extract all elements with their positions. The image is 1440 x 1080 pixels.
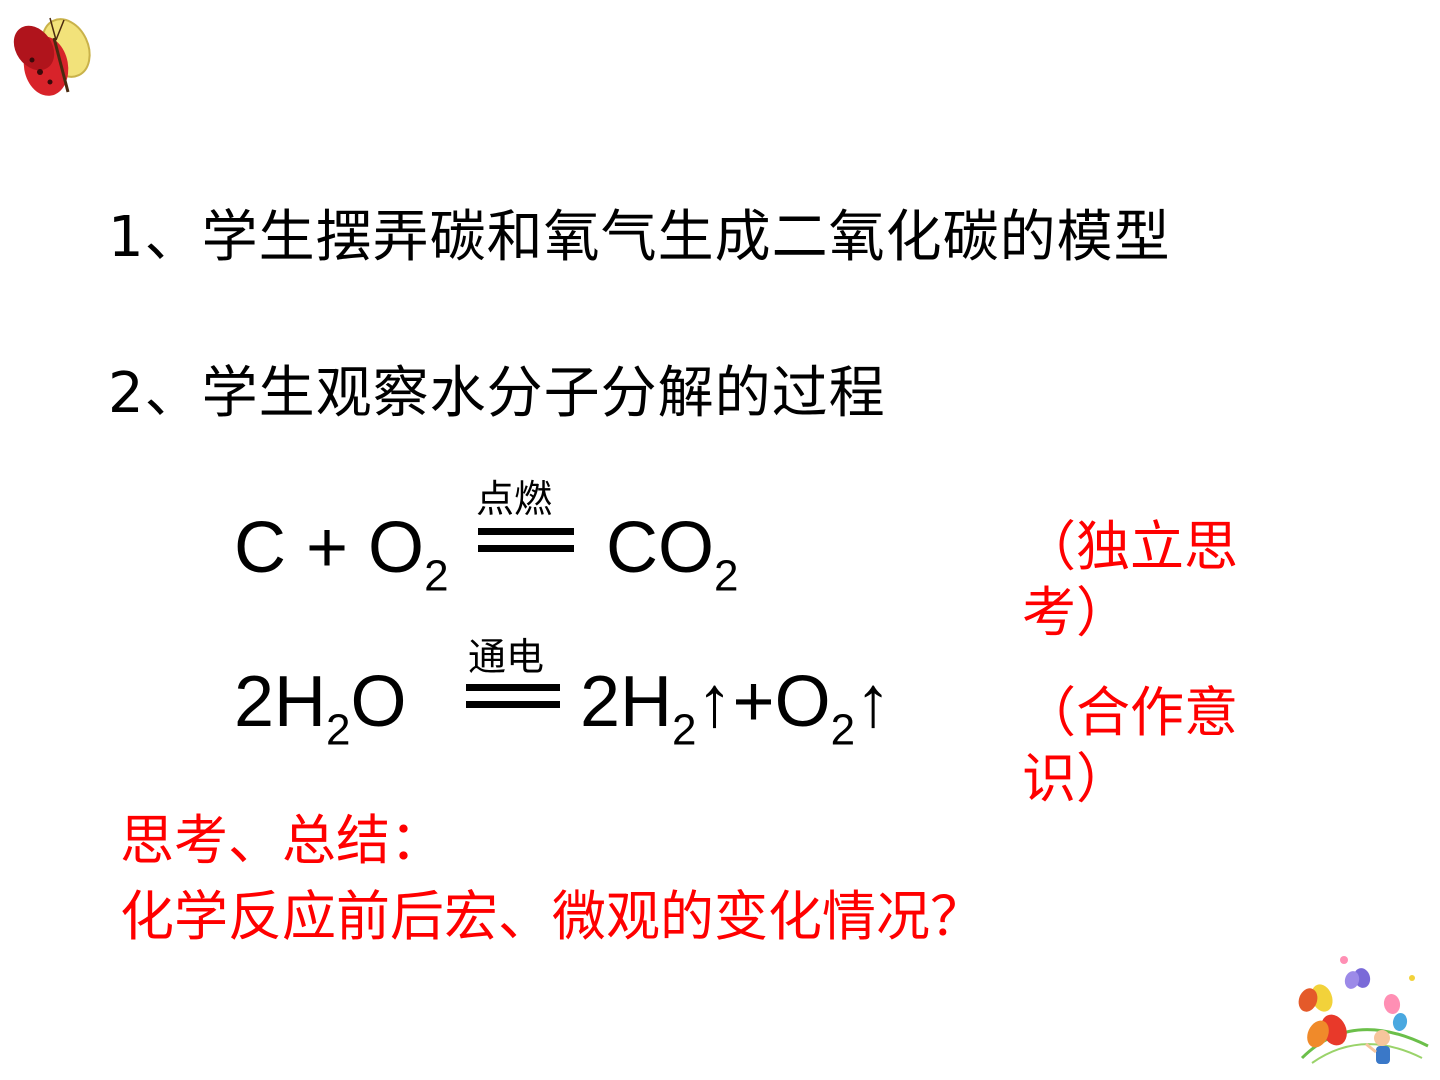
eq1-left-main: C + O [234, 508, 425, 588]
equation-2-condition: 通电 [468, 635, 545, 679]
note-cooperation: （合作意识） [1022, 681, 1238, 810]
eq2-right-b: ↑+O [696, 662, 831, 742]
eq2-right-a-sub: 2 [672, 705, 697, 755]
eq2-right-b-sub: 2 [830, 705, 856, 755]
eq1-right-main: CO [606, 508, 714, 588]
eq1-right-sub: 2 [714, 551, 739, 601]
equation-2-left: 2H2O [234, 666, 407, 752]
eq2-right-a: 2H [580, 662, 673, 742]
eq1-left-sub: 2 [424, 551, 449, 601]
equation-2-right: 2H2↑+O2↑ [580, 666, 891, 752]
eq2-left-a: 2H [234, 662, 327, 742]
equation-2-equals-sign [466, 684, 560, 708]
eq2-left-b: O [350, 662, 407, 742]
summary-line-1: 思考、总结： [120, 809, 444, 872]
eq2-right-c: ↑ [855, 662, 892, 742]
butterflies-and-child-icon [1298, 956, 1429, 1064]
eq2-left-sub: 2 [326, 705, 351, 755]
butterfly-icon [13, 17, 91, 96]
equation-1-right: CO2 [606, 512, 738, 598]
item-1-text: 1、学生摆弄碳和氧气生成二氧化碳的模型 [108, 205, 1171, 270]
note-independent-thinking: （独立思考） [1022, 515, 1238, 644]
equation-1-equals-sign [478, 528, 574, 552]
equation-1-left: C + O2 [234, 512, 449, 598]
item-2-text: 2、学生观察水分子分解的过程 [108, 361, 886, 426]
equation-1-condition: 点燃 [476, 477, 553, 521]
summary-line-2: 化学反应前后宏、微观的变化情况？ [120, 885, 984, 948]
